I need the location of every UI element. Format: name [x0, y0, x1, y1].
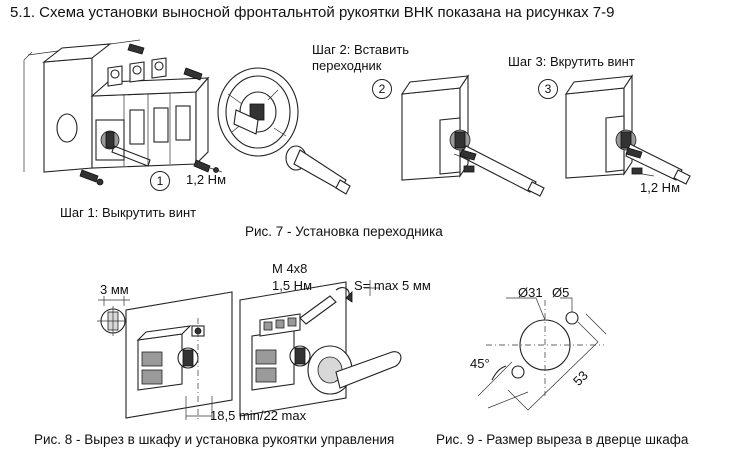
- step2-drawing: [400, 74, 545, 197]
- fig7-caption: Рис. 7 - Установка переходника: [245, 224, 443, 239]
- fig9-caption: Рис. 9 - Размер выреза в дверце шкафа: [436, 432, 689, 447]
- fig8-caption: Рис. 8 - Вырез в шкафу и установка рукоя…: [34, 432, 395, 447]
- fig8-distance: 18,5 min/22 max: [210, 408, 307, 423]
- fig8-dim-3mm: 3 мм: [100, 282, 129, 297]
- step1-label: Шаг 1: Выкрутить винт: [60, 205, 197, 220]
- step2-label-line1: Шаг 2: Вставить: [312, 42, 410, 57]
- step3-number: 3: [538, 79, 558, 99]
- step2-number: 2: [372, 79, 392, 99]
- step3-torque: 1,2 Нм: [640, 180, 681, 195]
- fig8-cabinet-left: [125, 291, 233, 420]
- fig8-thickness: S= max 5 мм: [354, 278, 431, 293]
- handle-mechanism-drawing: [217, 67, 351, 195]
- step3-label: Шаг 3: Вкрутить винт: [508, 54, 635, 69]
- fig9-dia-small: Ø5: [552, 285, 570, 300]
- fig8-torque: 1,5 Нм: [272, 278, 313, 293]
- fig8-slot-detail: [97, 296, 130, 336]
- fig8-cabinet-right: [239, 280, 402, 417]
- fig9-angle: 45°: [470, 356, 490, 371]
- fig8-screw: М 4х8: [272, 261, 308, 276]
- step1-number: 1: [150, 171, 170, 191]
- step1-torque: 1,2 Нм: [186, 172, 227, 187]
- fig9-dia-large: Ø31: [518, 285, 543, 300]
- fig9-cutout-drawing: [477, 297, 607, 411]
- step3-drawing: [564, 74, 691, 185]
- page-heading: 5.1. Схема установки выносной фронтальнт…: [10, 4, 615, 21]
- step2-label-line2: переходник: [312, 58, 382, 73]
- step1-switch-drawing: [23, 39, 223, 186]
